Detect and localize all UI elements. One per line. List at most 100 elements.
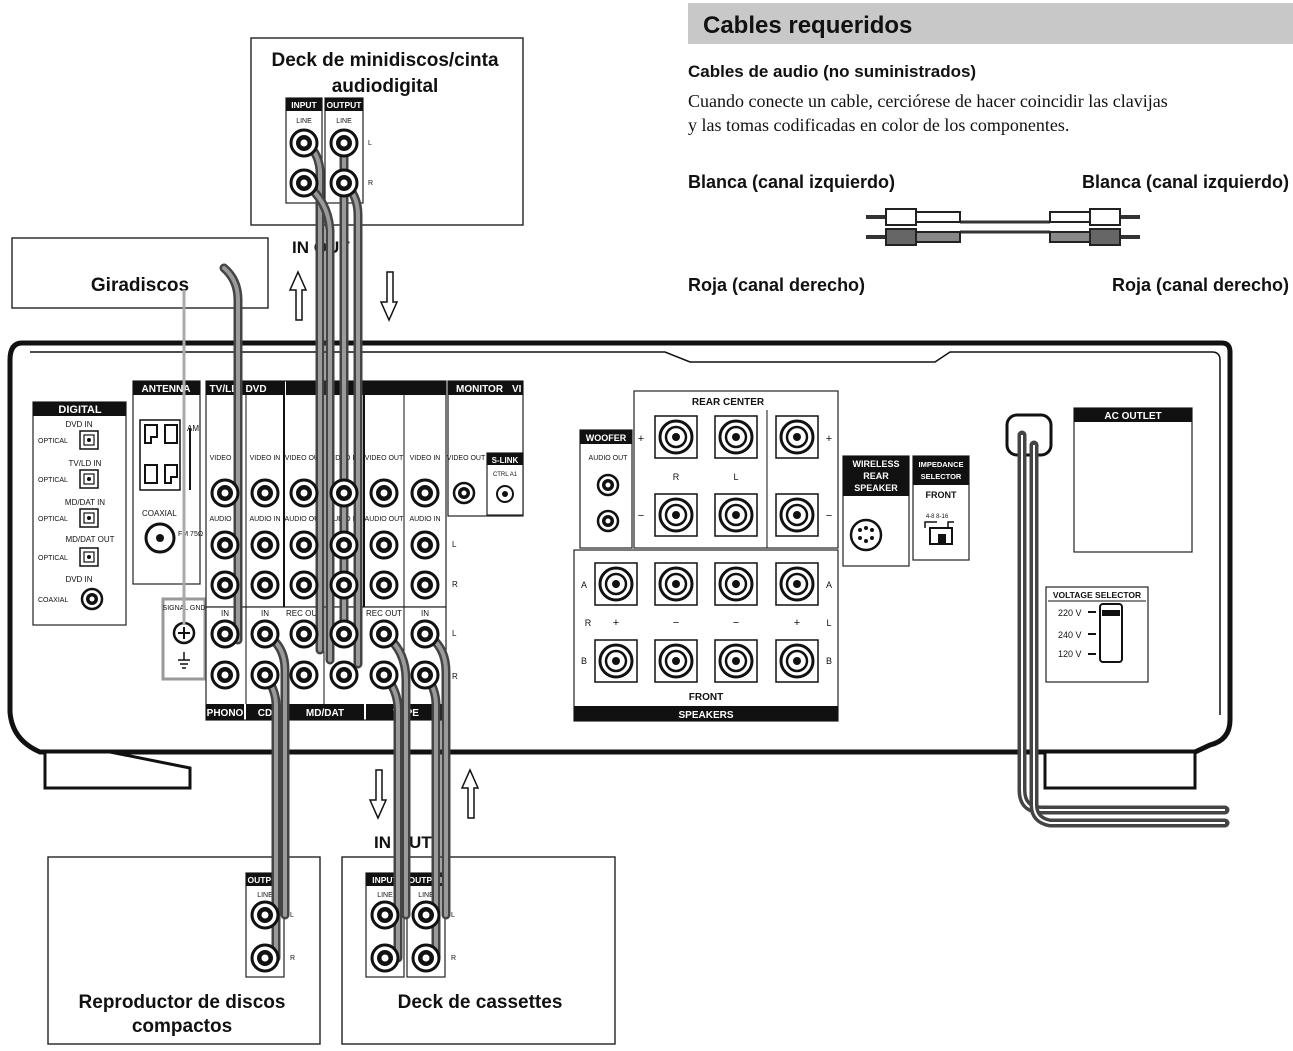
svg-text:DVD IN: DVD IN <box>65 420 92 429</box>
svg-text:FRONT: FRONT <box>926 490 957 500</box>
svg-text:REAR: REAR <box>863 471 889 481</box>
optical-tvld-in-jack <box>79 469 99 489</box>
svg-text:MONITOR: MONITOR <box>456 384 504 395</box>
svg-text:LINE: LINE <box>336 118 352 125</box>
monitor-panel: MONITOR VI VIDEO OUT S-LINK CTRL A1 <box>447 380 524 517</box>
svg-text:DIGITAL: DIGITAL <box>58 404 101 416</box>
svg-text:VI: VI <box>512 384 522 395</box>
svg-text:INPUT: INPUT <box>372 875 398 885</box>
svg-text:Reproductor de discos: Reproductor de discos <box>79 992 286 1013</box>
svg-text:−: − <box>733 617 739 629</box>
svg-text:MD/DAT IN: MD/DAT IN <box>65 498 105 507</box>
svg-text:VOLTAGE SELECTOR: VOLTAGE SELECTOR <box>1053 590 1141 600</box>
optical-mddat-out-jack <box>79 547 99 567</box>
svg-text:B: B <box>581 656 587 666</box>
svg-text:L: L <box>368 140 372 147</box>
md-deck: Deck de minidiscos/cinta audiodigital IN… <box>250 37 524 226</box>
svg-text:240 V: 240 V <box>1058 630 1082 640</box>
svg-text:L: L <box>451 912 455 919</box>
svg-text:R: R <box>451 955 456 962</box>
svg-text:220 V: 220 V <box>1058 608 1082 618</box>
svg-text:Deck de minidiscos/cinta: Deck de minidiscos/cinta <box>271 50 498 71</box>
svg-text:COAXIAL: COAXIAL <box>142 509 177 518</box>
svg-text:−: − <box>673 617 679 629</box>
svg-text:OUTPUT: OUTPUT <box>409 875 445 885</box>
svg-text:REC OUT: REC OUT <box>366 609 402 618</box>
svg-text:AUDIO IN: AUDIO IN <box>409 516 440 523</box>
svg-text:AUDIO OUT: AUDIO OUT <box>285 516 325 523</box>
svg-text:OUTPUT: OUTPUT <box>248 875 284 885</box>
svg-text:VIDEO OUT: VIDEO OUT <box>365 455 404 462</box>
white-left-label: Blanca (canal izquierdo) <box>688 172 895 192</box>
svg-text:+: + <box>826 433 832 445</box>
svg-text:+: + <box>794 617 800 629</box>
svg-text:OPTICAL: OPTICAL <box>38 438 68 445</box>
svg-text:B: B <box>826 656 832 666</box>
svg-text:COAXIAL: COAXIAL <box>38 597 68 604</box>
svg-text:L: L <box>290 912 294 919</box>
svg-text:IMPEDANCE: IMPEDANCE <box>918 460 963 469</box>
svg-text:LINE: LINE <box>257 892 273 899</box>
svg-text:+: + <box>638 433 644 445</box>
svg-text:LINE: LINE <box>377 892 393 899</box>
audio-cables-heading: Cables de audio (no suministrados) <box>688 62 976 81</box>
impedance-selector: IMPEDANCE SELECTOR FRONT 4-8 8-16 <box>912 455 970 561</box>
arrow-up-icon <box>460 768 480 819</box>
red-right-label: Roja (canal derecho) <box>1112 275 1289 295</box>
svg-text:OPTICAL: OPTICAL <box>38 516 68 523</box>
optical-mddat-in-jack <box>79 508 99 528</box>
svg-text:audiodigital: audiodigital <box>332 76 439 97</box>
svg-text:IN: IN <box>221 609 229 618</box>
svg-text:VIDEO IN: VIDEO IN <box>210 455 241 462</box>
red-left-label: Roja (canal derecho) <box>688 275 865 295</box>
section-title-bar <box>688 3 1293 44</box>
svg-text:VIDEO IN: VIDEO IN <box>410 455 441 462</box>
svg-text:OUTPUT: OUTPUT <box>327 100 363 110</box>
svg-text:−: − <box>826 510 832 522</box>
rear-center-speakers: REAR CENTER + − + − R L <box>633 390 839 549</box>
arrow-down-icon <box>368 769 388 820</box>
voltage-selector: VOLTAGE SELECTOR 220 V 240 V 120 V <box>1045 586 1149 683</box>
svg-text:DVD: DVD <box>245 384 266 395</box>
svg-text:MD/DAT OUT: MD/DAT OUT <box>65 535 114 544</box>
svg-text:AM: AM <box>187 424 199 433</box>
svg-text:AUDIO IN: AUDIO IN <box>209 516 240 523</box>
svg-text:CD: CD <box>258 708 272 719</box>
svg-text:compactos: compactos <box>132 1016 232 1037</box>
svg-text:120 V: 120 V <box>1058 649 1082 659</box>
svg-text:L: L <box>826 618 831 628</box>
front-speakers: SPEAKERS FRONT A A B B R + − − + L <box>573 549 839 722</box>
svg-text:Deck de cassettes: Deck de cassettes <box>398 992 563 1013</box>
svg-text:R: R <box>368 180 373 187</box>
svg-text:AC OUTLET: AC OUTLET <box>1104 411 1161 422</box>
svg-text:R: R <box>585 618 592 628</box>
svg-text:AUDIO OUT: AUDIO OUT <box>589 455 629 462</box>
svg-text:L: L <box>452 540 457 549</box>
svg-text:R: R <box>452 672 458 681</box>
svg-text:−: − <box>638 510 644 522</box>
svg-text:OPTICAL: OPTICAL <box>38 555 68 562</box>
svg-text:OPTICAL: OPTICAL <box>38 477 68 484</box>
svg-text:SELECTOR: SELECTOR <box>921 472 962 481</box>
section-title: Cables requeridos <box>703 12 912 39</box>
svg-text:Giradiscos: Giradiscos <box>91 275 189 296</box>
svg-text:L: L <box>733 472 738 482</box>
svg-text:LINE: LINE <box>418 892 434 899</box>
svg-text:A: A <box>826 580 832 590</box>
svg-text:AUDIO OUT: AUDIO OUT <box>365 516 405 523</box>
svg-text:VIDEO IN: VIDEO IN <box>250 455 281 462</box>
svg-text:VIDEO OUT: VIDEO OUT <box>447 455 486 462</box>
svg-text:WIRELESS: WIRELESS <box>852 459 899 469</box>
svg-text:DVD IN: DVD IN <box>65 575 92 584</box>
arrow-up-icon <box>288 270 308 321</box>
svg-text:MD/DAT: MD/DAT <box>306 708 344 719</box>
digital-panel: DIGITAL DVD IN OPTICAL TV/LD IN OPTICAL … <box>32 401 127 626</box>
svg-text:SPEAKER: SPEAKER <box>854 483 898 493</box>
svg-text:R: R <box>673 472 680 482</box>
svg-text:LINE: LINE <box>296 118 312 125</box>
svg-text:REC OUT: REC OUT <box>286 609 322 618</box>
svg-text:TV/LD: TV/LD <box>210 384 239 395</box>
svg-text:IN: IN <box>261 609 269 618</box>
svg-text:INPUT: INPUT <box>291 100 317 110</box>
